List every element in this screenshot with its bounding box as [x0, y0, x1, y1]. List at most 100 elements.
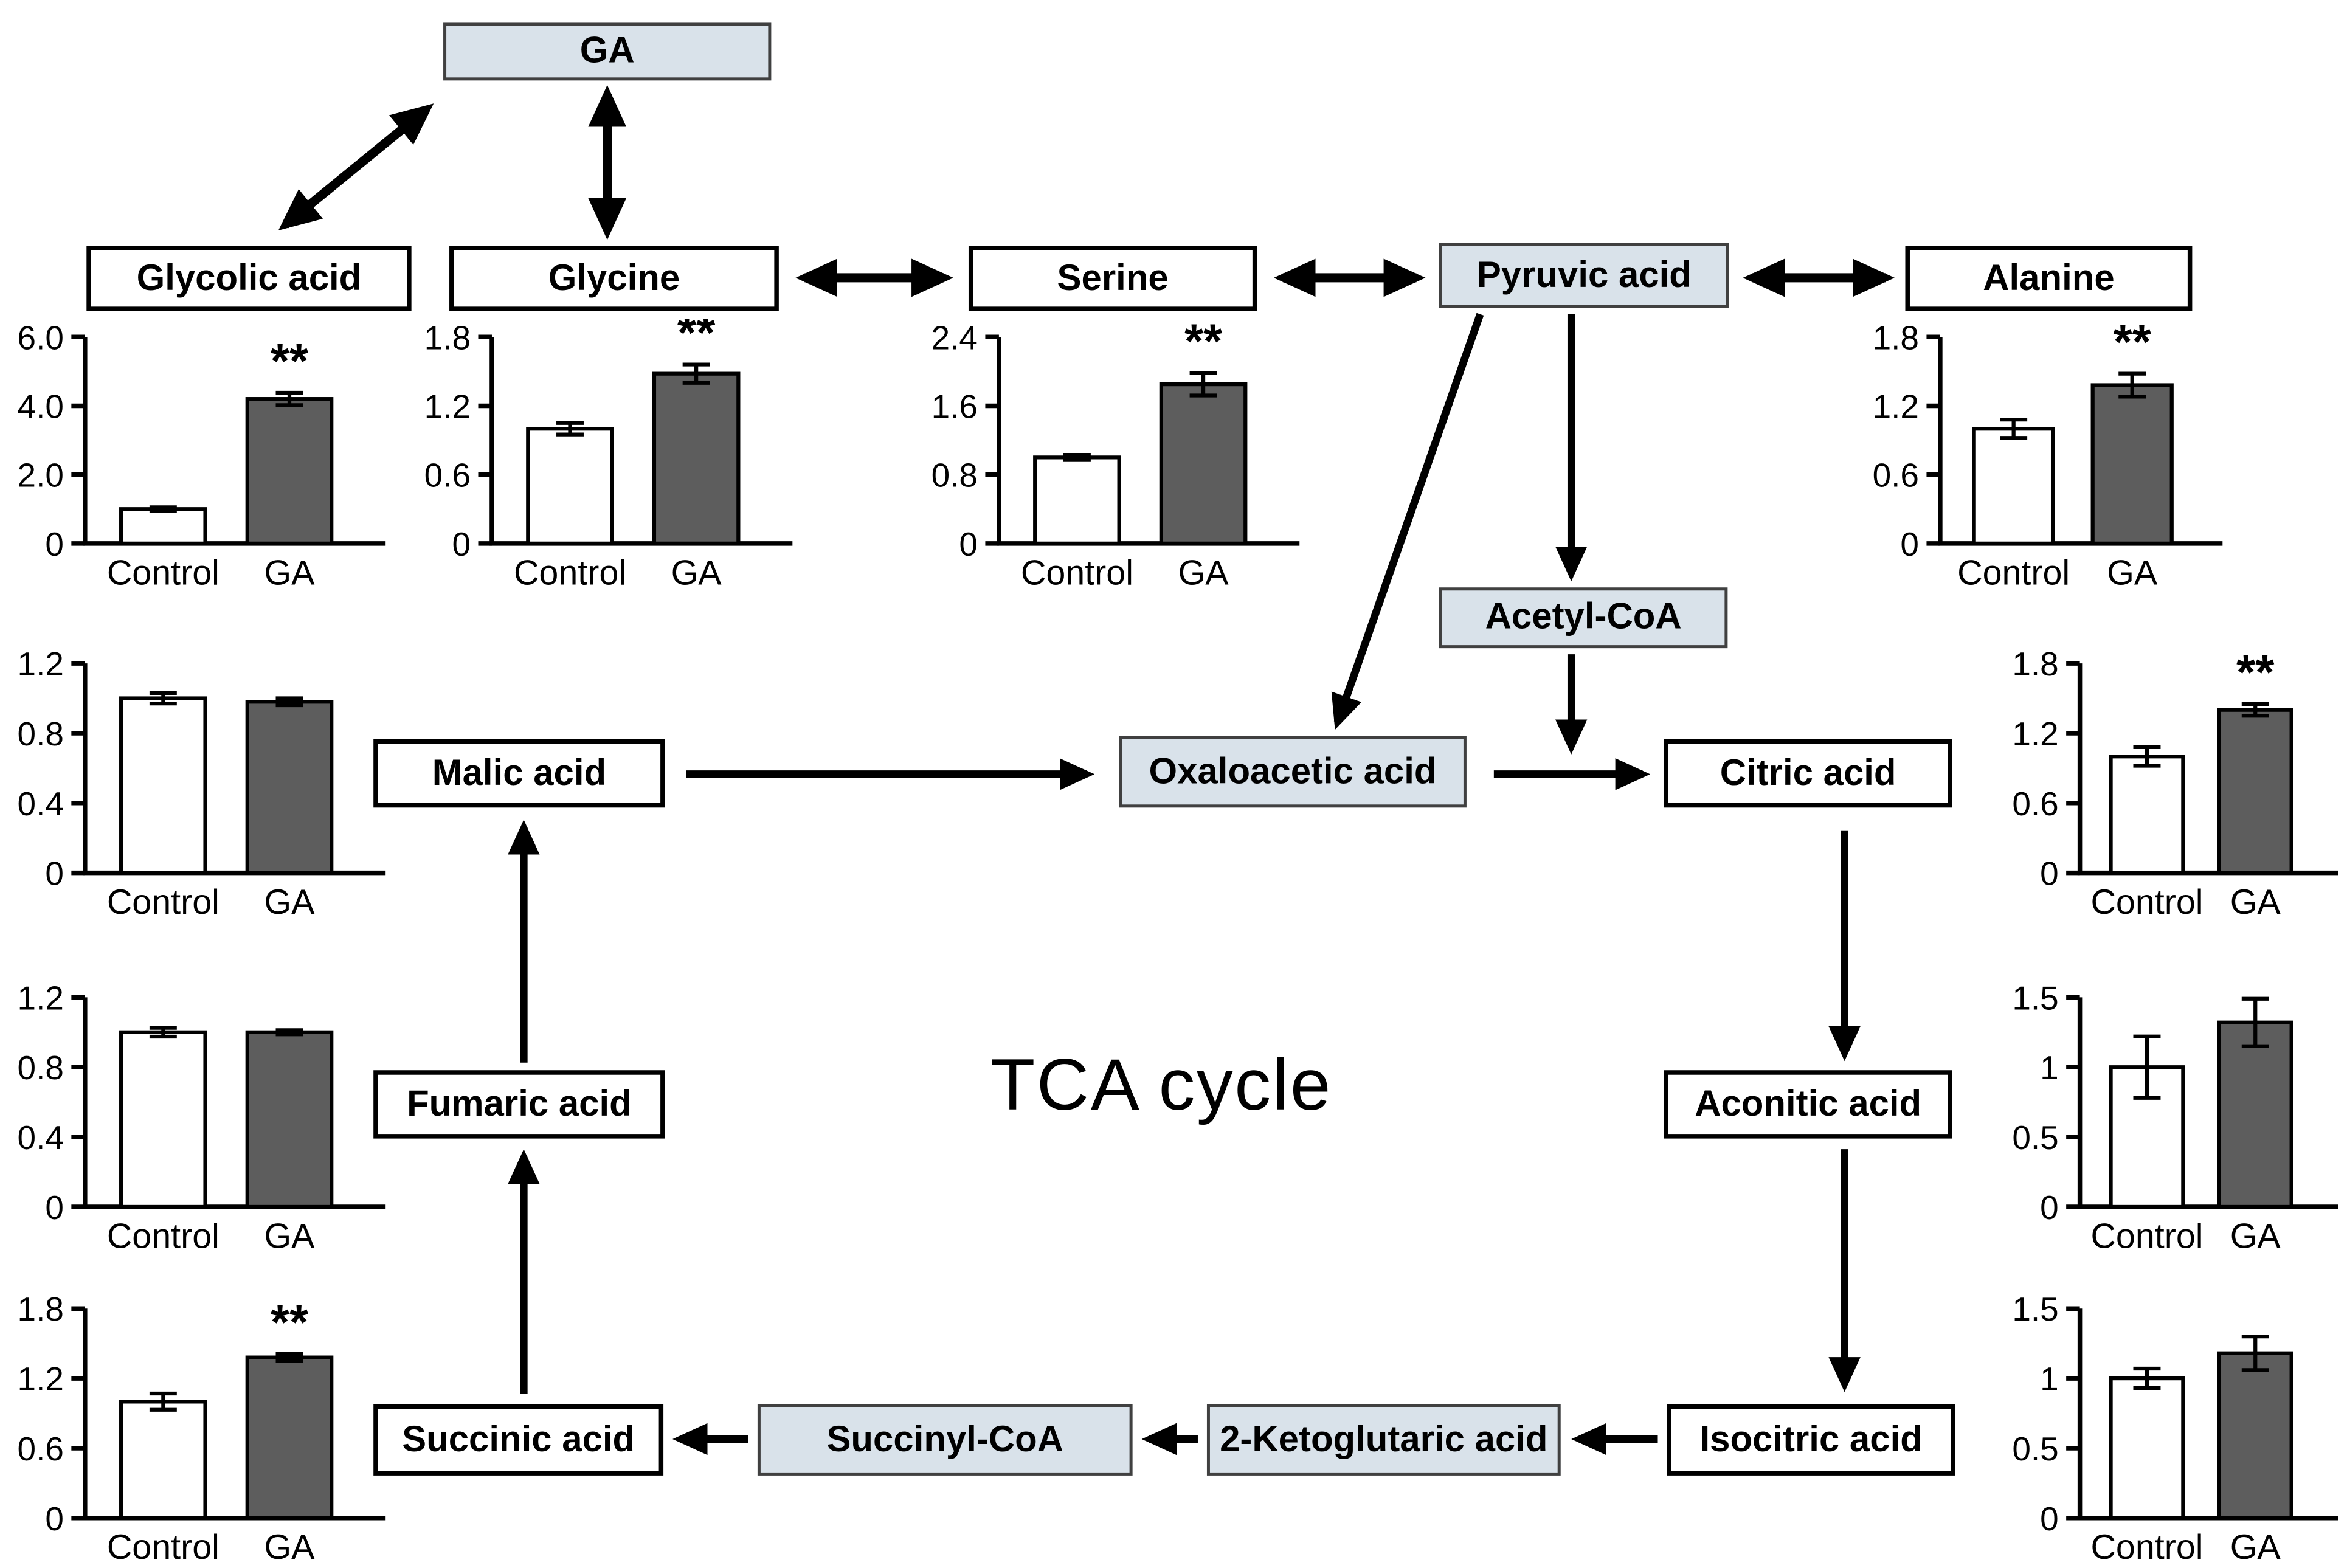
category-label: Control — [2090, 883, 2203, 921]
category-label: Control — [107, 883, 219, 921]
bar-ga — [2217, 1020, 2293, 1209]
category-label: Control — [2090, 1217, 2203, 1255]
tick-label: 1 — [2040, 1049, 2059, 1086]
tick-label: 0.6 — [1873, 457, 1919, 494]
node-aconitic_acid: Aconitic acid — [1664, 1070, 1952, 1139]
category-label: GA — [2230, 1528, 2281, 1566]
bar-control — [119, 507, 207, 545]
bar-ga — [652, 371, 741, 545]
tick-label: 0 — [2040, 855, 2059, 893]
tick-label: 0.4 — [18, 785, 64, 823]
node-succinic_acid: Succinic acid — [373, 1404, 664, 1476]
bar-ga — [245, 700, 334, 875]
significance-marker: ** — [677, 319, 715, 359]
tick-label: 0.4 — [18, 1119, 64, 1156]
node-glycine: Glycine — [449, 246, 779, 311]
bar-control — [1033, 455, 1121, 545]
node-succinyl_coa: Succinyl-CoA — [757, 1404, 1133, 1476]
category-label: Control — [107, 553, 219, 592]
node-glycolic_acid: Glycolic acid — [86, 246, 412, 311]
category-label: GA — [264, 1528, 316, 1566]
significance-marker: ** — [1184, 319, 1222, 368]
tick-label: 1.2 — [2012, 715, 2058, 753]
tick-label: 1.2 — [1873, 387, 1919, 425]
significance-marker: ** — [2236, 645, 2274, 699]
tick-label: 1.2 — [18, 645, 64, 683]
tick-label: 0.8 — [932, 457, 978, 494]
tick-label: 1.8 — [1873, 319, 1919, 356]
tick-label: 0.8 — [18, 1049, 64, 1086]
category-label: GA — [264, 883, 316, 921]
tick-label: 0 — [45, 525, 64, 563]
node-alanine: Alanine — [1905, 246, 2193, 311]
tick-label: 1.8 — [2012, 645, 2058, 683]
bar-ga — [2217, 708, 2293, 875]
bar-ga — [245, 397, 334, 545]
node-serine: Serine — [968, 246, 1257, 311]
significance-marker: ** — [271, 1295, 308, 1349]
tca-cycle-title: TCA cycle — [990, 1046, 1332, 1127]
bar-ga — [245, 1355, 334, 1520]
category-label: Control — [1957, 553, 2070, 592]
tick-label: 0 — [452, 525, 471, 563]
node-isocitric_acid: Isocitric acid — [1667, 1404, 1955, 1476]
node-ga: GA — [443, 22, 772, 81]
bar-control — [119, 696, 207, 875]
node-fumaric_acid: Fumaric acid — [373, 1070, 665, 1139]
category-label: GA — [2107, 553, 2158, 592]
node-pyruvic_acid: Pyruvic acid — [1439, 243, 1729, 308]
tick-label: 0.5 — [2012, 1119, 2058, 1156]
tick-label: 0 — [45, 855, 64, 893]
pathway-arrows — [278, 85, 1895, 1456]
node-acetyl_coa: Acetyl-CoA — [1439, 587, 1728, 649]
bar-control — [119, 1400, 207, 1520]
tick-label: 1.2 — [424, 387, 471, 425]
node-ketoglutaric_acid: 2-Ketoglutaric acid — [1206, 1404, 1561, 1476]
bar-control — [119, 1030, 207, 1209]
category-label: GA — [264, 1217, 316, 1255]
category-label: Control — [2090, 1528, 2203, 1566]
tick-label: 0.8 — [18, 715, 64, 753]
tick-label: 0 — [959, 525, 978, 563]
bar-ga — [2217, 1351, 2293, 1520]
tick-label: 1.8 — [424, 319, 471, 356]
tick-label: 0 — [1900, 525, 1919, 563]
tick-label: 2.4 — [932, 319, 978, 356]
category-label: GA — [1178, 553, 1229, 592]
tick-label: 0.6 — [18, 1430, 64, 1468]
category-label: GA — [2230, 883, 2281, 921]
tick-label: 1.8 — [18, 1290, 64, 1328]
double-arrow — [278, 103, 434, 231]
bar-ga — [1159, 382, 1248, 545]
node-citric_acid: Citric acid — [1664, 739, 1952, 808]
bar-ga — [2090, 383, 2174, 545]
tick-label: 1.6 — [932, 387, 978, 425]
category-label: GA — [264, 553, 316, 592]
tick-label: 1.5 — [2012, 979, 2058, 1017]
tick-label: 4.0 — [18, 387, 64, 425]
tick-label: 1.2 — [18, 1360, 64, 1398]
tick-label: 1.5 — [2012, 1290, 2058, 1328]
tick-label: 0 — [2040, 1189, 2059, 1226]
tick-label: 0 — [2040, 1500, 2059, 1538]
category-label: Control — [107, 1217, 219, 1255]
category-label: Control — [107, 1528, 219, 1566]
tick-label: 0.5 — [2012, 1430, 2058, 1468]
tick-label: 2.0 — [18, 457, 64, 494]
bar-control — [2109, 755, 2185, 875]
bar-control — [1972, 427, 2055, 545]
category-label: Control — [1021, 553, 1133, 592]
bar-ga — [245, 1030, 334, 1209]
arrow — [1331, 313, 1484, 730]
bar-control — [2109, 1376, 2185, 1520]
